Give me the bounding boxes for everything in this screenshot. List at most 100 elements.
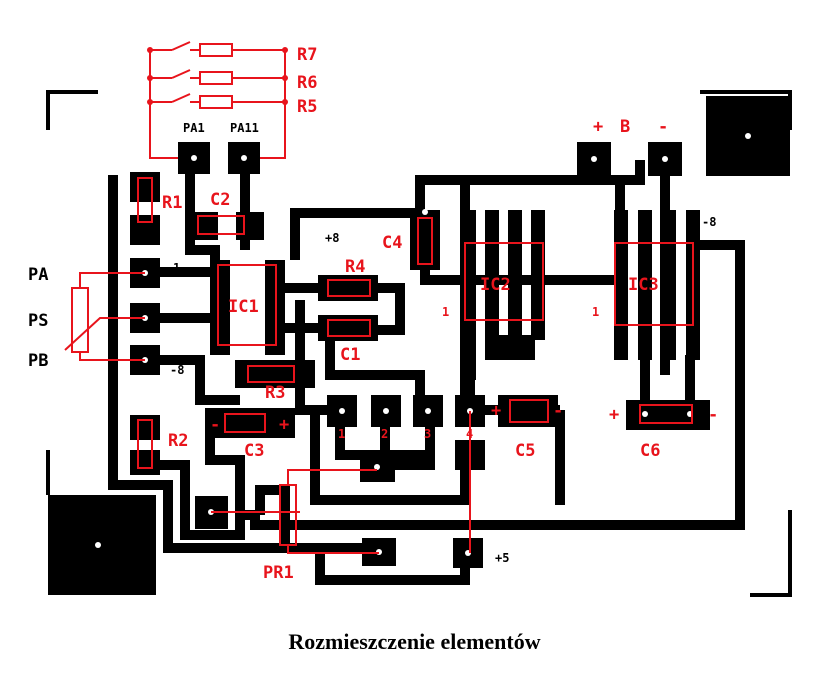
label-b-plus: +	[593, 117, 603, 137]
pot-wire-pa	[79, 272, 145, 288]
hole	[591, 156, 597, 162]
pr1-wire-bottom	[287, 545, 379, 554]
label-c5-plus: +	[491, 401, 501, 421]
r4-outline	[327, 279, 371, 297]
hole	[745, 133, 751, 139]
label-minus8-left: -8	[170, 363, 184, 377]
label-r5: R5	[297, 97, 317, 117]
label-r3: R3	[265, 383, 285, 403]
r2-outline	[137, 419, 153, 469]
node	[147, 99, 153, 105]
r3-outline	[247, 365, 295, 383]
label-pad-2: 2	[381, 427, 388, 441]
label-pad-3: 3	[424, 427, 431, 441]
figure-caption: Rozmieszczenie elementów	[288, 629, 541, 654]
node	[147, 47, 153, 53]
label-ic1: IC1	[228, 297, 259, 317]
trace	[205, 420, 245, 530]
label-r2: R2	[168, 431, 188, 451]
c3-outline	[224, 413, 266, 433]
ic3-pin-1	[614, 210, 628, 360]
label-ic1-pin1: 1	[173, 261, 180, 275]
hole	[425, 408, 431, 414]
label-c5: C5	[515, 441, 535, 461]
node	[282, 75, 288, 81]
pad-r2-bottom	[130, 450, 160, 475]
node	[282, 99, 288, 105]
ic3-outline	[614, 242, 694, 326]
bank-nodes	[147, 47, 288, 105]
label-pa1: PA1	[183, 121, 205, 135]
resistor-bank-rail-right	[260, 50, 286, 159]
label-ps: PS	[28, 311, 48, 331]
label-ic2-pin1: 1	[442, 305, 449, 319]
label-pb: PB	[28, 351, 48, 371]
label-b-minus: -	[658, 117, 668, 137]
node	[147, 75, 153, 81]
node	[282, 47, 288, 53]
label-r6: R6	[297, 73, 317, 93]
label-c3: C3	[244, 441, 264, 461]
ic1-pins-left	[210, 260, 230, 355]
copper-fill-bottom-left	[48, 495, 156, 595]
switch-r6	[150, 69, 285, 85]
c5-outline	[509, 399, 549, 423]
trace	[375, 283, 405, 335]
trace	[310, 410, 470, 505]
ic3-pin-2	[638, 210, 652, 360]
hole	[191, 155, 197, 161]
label-pad-4: 4	[466, 427, 473, 441]
hole	[662, 156, 668, 162]
label-c6: C6	[640, 441, 660, 461]
c2-outline	[197, 215, 245, 235]
label-c6-plus: +	[609, 405, 619, 425]
switch-r7	[150, 41, 285, 57]
pcb-layout-diagram: R7 R6 R5 PA1 PA11 R1 C2 C4 +8 R4 IC1 C1 …	[28, 41, 792, 597]
label-c3-plus: +	[279, 415, 289, 435]
pad-r1-top	[130, 172, 160, 202]
pad-r2-top	[130, 415, 160, 440]
label-c2: C2	[210, 190, 230, 210]
label-c4: C4	[382, 233, 402, 253]
label-pad-1: 1	[338, 427, 345, 441]
label-c5-minus: -	[553, 401, 563, 421]
hole	[339, 408, 345, 414]
trace	[108, 175, 470, 585]
label-pa: PA	[28, 265, 48, 285]
label-c3-minus: -	[210, 415, 220, 435]
pad-c4	[410, 210, 440, 270]
label-ic3: IC3	[628, 275, 659, 295]
labels: R7 R6 R5 PA1 PA11 R1 C2 C4 +8 R4 IC1 C1 …	[28, 45, 718, 583]
ic2-pin-3	[508, 210, 522, 360]
label-plus8-top: +8	[325, 231, 339, 245]
hole	[383, 408, 389, 414]
ic2-foot	[495, 335, 535, 360]
ic2-outline	[464, 242, 544, 321]
trace	[145, 355, 240, 405]
ic-pin-fingers	[210, 210, 700, 380]
hole	[241, 155, 247, 161]
hole	[642, 411, 648, 417]
trace	[295, 300, 340, 415]
pr1-wire-top	[287, 469, 377, 485]
trace	[250, 240, 745, 530]
component-overlay	[64, 41, 694, 554]
trace	[465, 160, 645, 185]
label-c6-minus: -	[708, 405, 718, 425]
label-b: B	[620, 117, 630, 137]
hole	[374, 464, 380, 470]
c1-outline	[327, 319, 371, 337]
ic2-pin-2	[485, 210, 499, 360]
trace	[420, 270, 620, 285]
label-ic2: IC2	[480, 275, 511, 295]
pad-r1-bottom	[130, 215, 160, 245]
ic1-outline	[217, 264, 277, 346]
trace	[380, 412, 435, 470]
ic3-pin-3	[662, 210, 676, 360]
label-pa2: PA11	[230, 121, 259, 135]
crop-mark-bottom-right	[750, 510, 792, 597]
label-minus8-right: -8	[702, 215, 716, 229]
label-r7: R7	[297, 45, 317, 65]
switch-r5	[150, 93, 285, 109]
hole	[95, 542, 101, 548]
